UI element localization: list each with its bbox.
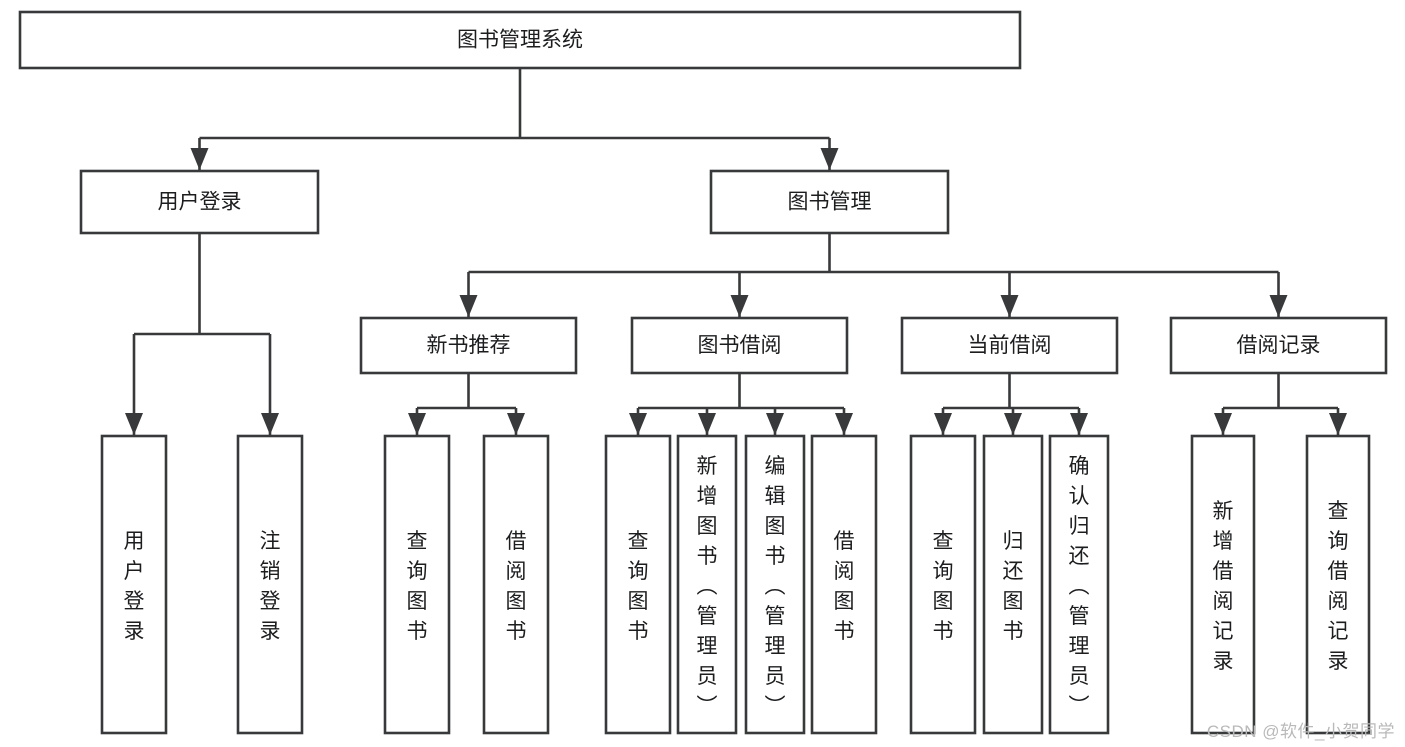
node-box[interactable] [100, 434, 168, 735]
node-box[interactable] [630, 316, 849, 375]
node-label: 查询图书 [407, 530, 428, 643]
node-label: 图书借阅 [698, 334, 782, 357]
node-box[interactable] [909, 434, 977, 735]
arrow-to-图书借阅 [730, 295, 749, 317]
node-leaf-3[interactable]: 借阅图书 [482, 434, 550, 735]
arrow-to-注销登录 [261, 413, 279, 435]
node-leaf-8[interactable]: 查询图书 [909, 434, 977, 735]
arrow-to-查询图书 [629, 413, 647, 435]
node-label: 查询图书 [628, 530, 649, 643]
node-box[interactable] [18, 10, 1022, 70]
node-box[interactable] [676, 434, 738, 735]
node-box[interactable] [604, 434, 672, 735]
arrow-to-图书管理 [820, 148, 839, 170]
node-root-0[interactable]: 图书管理系统 [18, 10, 1022, 70]
arrow-to-查询图书 [934, 413, 952, 435]
node-box[interactable] [383, 434, 451, 735]
node-label: 查询图书 [933, 530, 954, 643]
arrow-to-用户登录 [190, 148, 209, 170]
node-label: 编辑图书︵管理员︶ [765, 455, 786, 718]
arrow-to-查询图书 [408, 413, 426, 435]
node-box[interactable] [810, 434, 878, 735]
node-leaf-10[interactable]: 确认归还︵管理员︶ [1048, 434, 1110, 735]
node-label: 用户登录 [124, 530, 145, 643]
node-leaf-9[interactable]: 归还图书 [982, 434, 1044, 735]
arrow-to-归还图书 [1004, 413, 1022, 435]
node-box[interactable] [79, 169, 320, 235]
node-label: 借阅图书 [834, 530, 855, 643]
node-level3-0[interactable]: 新书推荐 [359, 316, 578, 375]
node-level2-0[interactable]: 用户登录 [79, 169, 320, 235]
node-leaf-4[interactable]: 查询图书 [604, 434, 672, 735]
node-box[interactable] [1190, 434, 1256, 735]
arrow-to-用户登录 [125, 413, 143, 435]
node-label: 归还图书 [1003, 530, 1024, 643]
node-label: 新增借阅记录 [1213, 500, 1234, 673]
node-box[interactable] [359, 316, 578, 375]
node-box[interactable] [236, 434, 304, 735]
arrow-to-当前借阅 [1000, 295, 1019, 317]
node-box[interactable] [1048, 434, 1110, 735]
node-box[interactable] [744, 434, 806, 735]
node-label: 当前借阅 [968, 334, 1052, 357]
node-leaf-1[interactable]: 注销登录 [236, 434, 304, 735]
node-label: 确认归还︵管理员︶ [1069, 455, 1090, 718]
node-label: 注销登录 [260, 530, 281, 643]
node-label: 借阅图书 [506, 530, 527, 643]
node-leaf-7[interactable]: 借阅图书 [810, 434, 878, 735]
node-box[interactable] [900, 316, 1119, 375]
node-box[interactable] [1305, 434, 1371, 735]
node-label: 查询借阅记录 [1328, 500, 1349, 673]
node-label: 借阅记录 [1237, 334, 1321, 357]
node-leaf-12[interactable]: 查询借阅记录 [1305, 434, 1371, 735]
node-label: 新增图书︵管理员︶ [697, 455, 718, 718]
node-layer: 图书管理系统用户登录图书管理新书推荐图书借阅当前借阅借阅记录用户登录注销登录查询… [18, 10, 1388, 735]
arrow-to-新增借阅记录 [1214, 413, 1232, 435]
node-box[interactable] [1169, 316, 1388, 375]
node-level3-3[interactable]: 借阅记录 [1169, 316, 1388, 375]
arrow-to-新增图书管理员 [698, 413, 716, 435]
node-leaf-6[interactable]: 编辑图书︵管理员︶ [744, 434, 806, 735]
node-box[interactable] [482, 434, 550, 735]
node-leaf-0[interactable]: 用户登录 [100, 434, 168, 735]
arrow-to-新书推荐 [459, 295, 478, 317]
arrow-to-查询借阅记录 [1329, 413, 1347, 435]
node-leaf-5[interactable]: 新增图书︵管理员︶ [676, 434, 738, 735]
node-box[interactable] [709, 169, 950, 235]
node-label: 新书推荐 [427, 334, 511, 357]
node-level2-1[interactable]: 图书管理 [709, 169, 950, 235]
node-level3-2[interactable]: 当前借阅 [900, 316, 1119, 375]
node-leaf-11[interactable]: 新增借阅记录 [1190, 434, 1256, 735]
node-box[interactable] [982, 434, 1044, 735]
arrow-to-借阅图书 [835, 413, 853, 435]
arrow-to-借阅图书 [507, 413, 525, 435]
arrow-to-确认归还管理员 [1070, 413, 1088, 435]
node-level3-1[interactable]: 图书借阅 [630, 316, 849, 375]
node-label: 用户登录 [158, 191, 242, 214]
connector-layer [125, 68, 1347, 435]
node-label: 图书管理 [788, 191, 872, 214]
node-label: 图书管理系统 [457, 29, 583, 52]
arrow-to-借阅记录 [1269, 295, 1288, 317]
arrow-to-编辑图书管理员 [766, 413, 784, 435]
node-leaf-2[interactable]: 查询图书 [383, 434, 451, 735]
